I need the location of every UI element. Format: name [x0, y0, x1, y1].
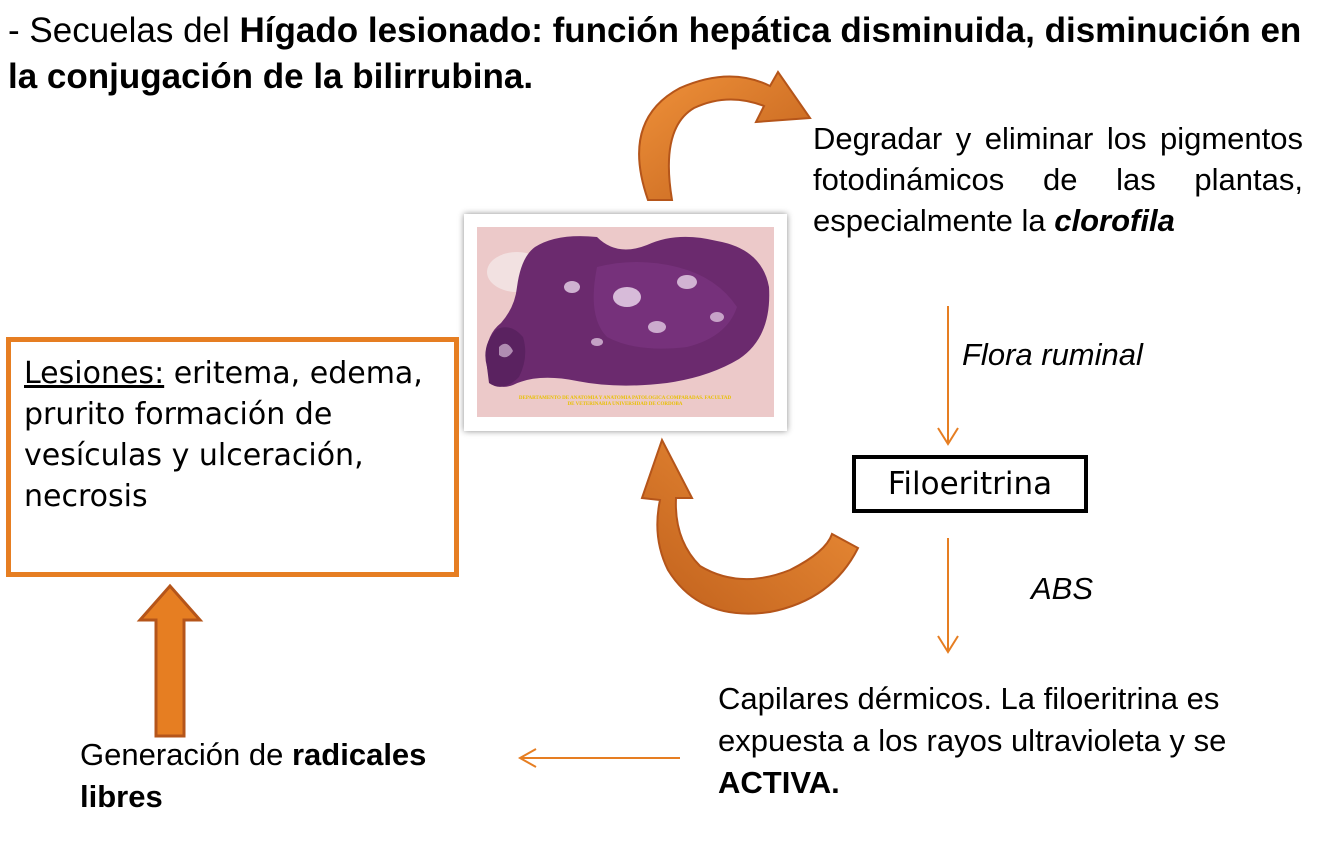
generacion-body: Generación de: [80, 737, 292, 772]
title-bold: Hígado lesionado: función hepática dismi…: [8, 11, 1302, 96]
arrow-abs: [937, 538, 959, 654]
filoeritrina-label: Filoeritrina: [887, 466, 1053, 502]
photo-caption-line2: DE VETERINARIA UNIVERSIDAD DE CORDOBA: [568, 402, 683, 407]
capilares-body: Capilares dérmicos. La filoeritrina es e…: [718, 681, 1227, 758]
photo-caption-line1: DEPARTAMENTO DE ANATOMIA Y ANATOMIA PATO…: [519, 396, 732, 401]
slide-title: - Secuelas del Hígado lesionado: función…: [8, 8, 1328, 100]
lesiones-label: Lesiones:: [24, 356, 165, 391]
generacion-text: Generación de radicales libres: [80, 734, 500, 818]
capilares-text: Capilares dérmicos. La filoeritrina es e…: [718, 678, 1328, 804]
arrow-flora: [937, 306, 959, 446]
thick-up-arrow: [136, 583, 204, 738]
lesiones-box: [6, 337, 459, 577]
lesiones-text: Lesiones: eritema, edema, prurito formac…: [24, 353, 454, 517]
abs-label: ABS: [1031, 571, 1094, 606]
activa-bold: ACTIVA.: [718, 765, 840, 800]
liver-photo: DEPARTAMENTO DE ANATOMIA Y ANATOMIA PATO…: [464, 214, 787, 431]
liver-image: DEPARTAMENTO DE ANATOMIA Y ANATOMIA PATO…: [477, 227, 774, 417]
lesiones-body: eritema, edema, prurito formación de ves…: [24, 356, 423, 514]
degradar-body: Degradar y eliminar los pigmentos fotodi…: [813, 121, 1303, 238]
flora-ruminal-label: Flora ruminal: [962, 337, 1143, 372]
curved-arrow-top: [638, 70, 812, 201]
title-prefix: - Secuelas del: [8, 11, 240, 50]
arrow-to-radicales: [517, 748, 680, 768]
clorofila-emphasis: clorofila: [1054, 203, 1175, 238]
curved-arrow-bottom: [640, 437, 860, 615]
filoeritrina-box: Filoeritrina: [852, 455, 1088, 513]
radicales-bold: radicales libres: [80, 737, 427, 814]
degradar-text: Degradar y eliminar los pigmentos fotodi…: [813, 118, 1303, 241]
